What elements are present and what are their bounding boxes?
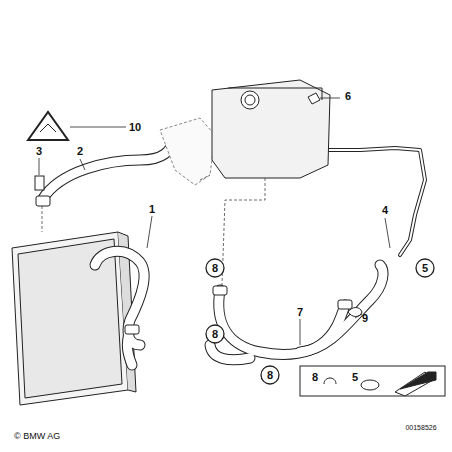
callout-number: 1 <box>149 204 155 215</box>
callout-number: 8 <box>267 370 273 381</box>
callout-number: 8 <box>312 372 318 383</box>
callout-number: 9 <box>362 313 368 324</box>
callout-number: 5 <box>352 372 358 383</box>
callout-number: 7 <box>297 307 303 318</box>
callout-number: 3 <box>36 146 42 157</box>
callout-number: 10 <box>129 122 141 133</box>
copyright-note: © BMW AG <box>14 432 60 441</box>
drawing-number: 00158526 <box>405 424 436 431</box>
callout-number: 8 <box>212 263 218 274</box>
callout-number: 4 <box>382 205 388 216</box>
callout-number: 8 <box>212 329 218 340</box>
callout-number: 2 <box>77 146 83 157</box>
callout-number: 5 <box>422 263 428 274</box>
callout-number: 6 <box>345 91 351 102</box>
